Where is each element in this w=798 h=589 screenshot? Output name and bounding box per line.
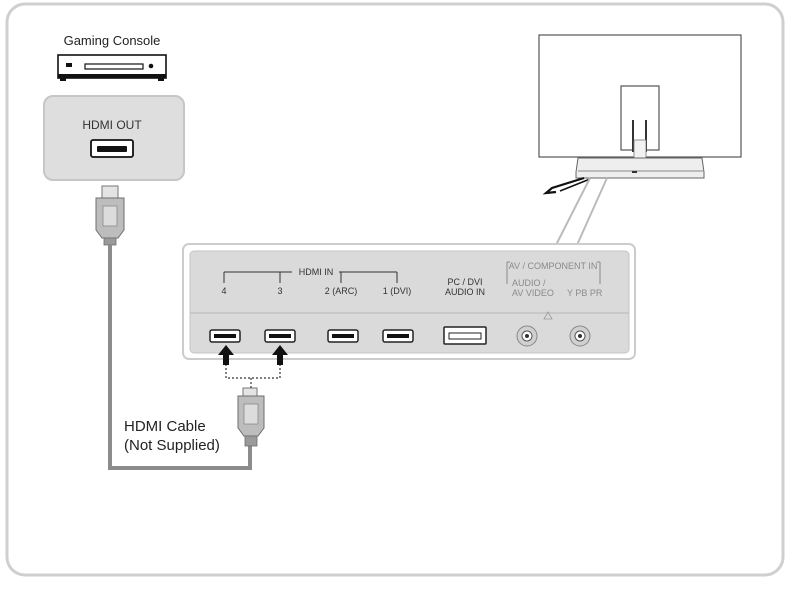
arrow-to-hdmi-4-icon — [218, 345, 234, 365]
hdmi-plug-top-icon — [95, 185, 125, 246]
hdmi-in-port-3[interactable] — [264, 329, 296, 343]
hdmi-in-label: HDMI IN — [299, 267, 334, 277]
zoom-line-right — [576, 177, 608, 246]
hdmi-out-panel — [43, 95, 185, 181]
hdmi-port-3-label: 3 — [277, 286, 282, 296]
arrow-to-hdmi-3-icon — [272, 345, 288, 365]
zoom-line-left — [555, 177, 591, 246]
port-choice-bracket — [225, 364, 281, 379]
av-component-bracket — [506, 261, 601, 284]
component-jack[interactable] — [569, 325, 591, 347]
tv-connector-panel — [189, 250, 630, 354]
pc-dvi-label: PC / DVI — [447, 277, 482, 287]
hdmi-in-port-4[interactable] — [209, 329, 241, 343]
hdmi-cable-label: HDMI Cable — [124, 418, 206, 435]
av-audio-label: AUDIO / — [512, 278, 546, 288]
hdmi-out-label: HDMI OUT — [82, 118, 142, 132]
hdmi-cable-note: (Not Supplied) — [124, 437, 220, 454]
hdmi-port-1-label: 1 (DVI) — [383, 286, 412, 296]
hdmi-plug-bottom-icon — [237, 387, 265, 447]
gaming-console-label: Gaming Console — [64, 33, 161, 48]
hdmi-in-port-2[interactable] — [327, 329, 359, 343]
tv-rear-illustration — [538, 34, 742, 195]
hdmi-port-2-label: 2 (ARC) — [325, 286, 358, 296]
hdmi-out-port-icon — [90, 139, 134, 158]
hdmi-port-4-label: 4 — [221, 286, 226, 296]
av-component-label: AV / COMPONENT IN — [509, 261, 598, 271]
hdmi-in-port-1[interactable] — [382, 329, 414, 343]
pc-dvi-audio-port[interactable] — [443, 326, 487, 345]
component-ypbpr-label: Y PB PR — [567, 288, 603, 298]
av-video-label: AV VIDEO — [512, 288, 554, 298]
av-video-jack[interactable] — [516, 325, 538, 347]
hdmi-cable-line — [108, 245, 252, 470]
gaming-console-icon — [57, 54, 167, 81]
caution-icon — [543, 311, 553, 320]
hdmi-in-bracket — [223, 271, 398, 283]
audio-in-label: AUDIO IN — [445, 287, 485, 297]
